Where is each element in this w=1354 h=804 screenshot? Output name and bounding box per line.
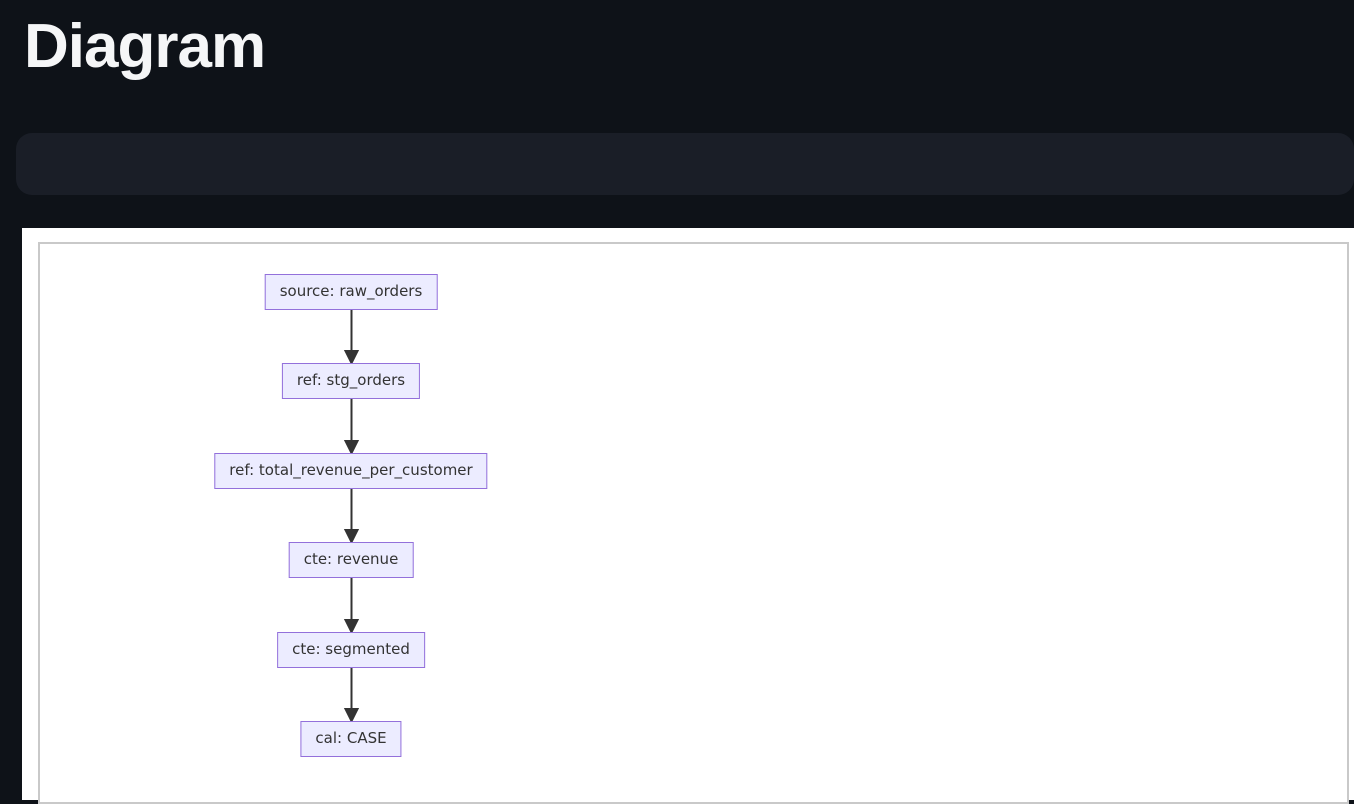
arrowhead-icon <box>343 350 360 366</box>
arrowhead-icon <box>343 708 360 724</box>
arrowhead-icon <box>343 440 360 456</box>
page-title: Diagram <box>24 12 266 81</box>
node-cal-case: cal: CASE <box>300 721 402 757</box>
node-source-raw-orders: source: raw_orders <box>264 274 438 310</box>
content-panel: source: raw_orders ref: stg_orders ref: … <box>22 228 1354 804</box>
node-cte-segmented: cte: segmented <box>277 632 425 668</box>
diagram-container: source: raw_orders ref: stg_orders ref: … <box>38 242 1349 804</box>
arrowhead-icon <box>343 529 360 545</box>
toolbar-bar <box>16 133 1354 195</box>
node-ref-total-revenue-per-customer: ref: total_revenue_per_customer <box>214 453 488 489</box>
node-cte-revenue: cte: revenue <box>288 542 414 578</box>
node-ref-stg-orders: ref: stg_orders <box>281 363 421 399</box>
arrowhead-icon <box>343 619 360 635</box>
diagram-edges <box>343 310 360 724</box>
